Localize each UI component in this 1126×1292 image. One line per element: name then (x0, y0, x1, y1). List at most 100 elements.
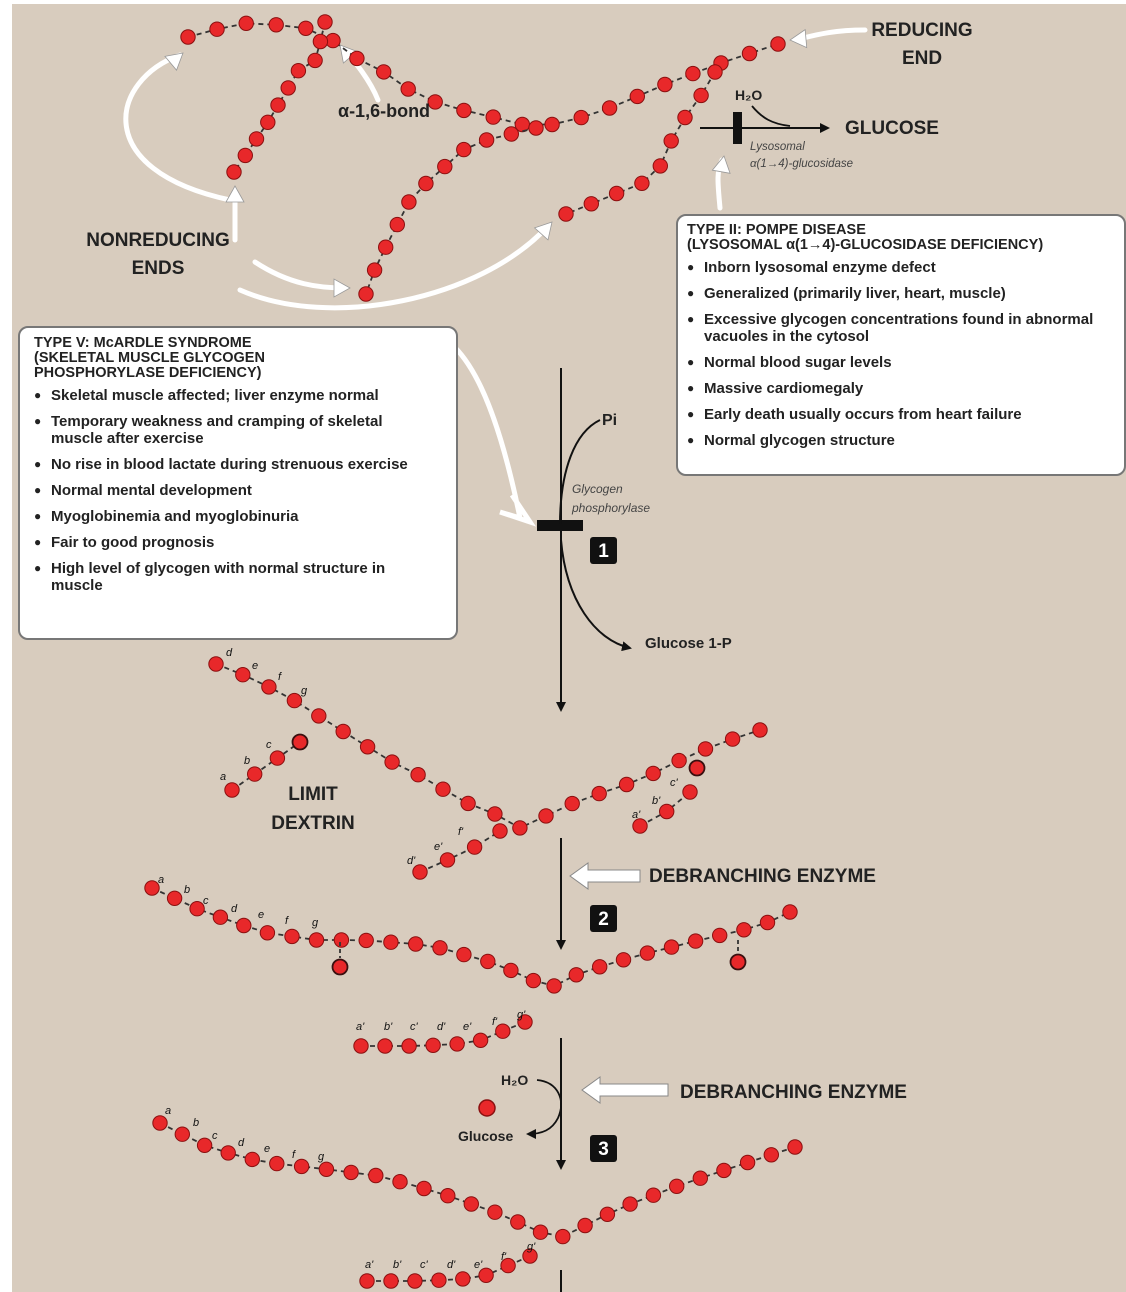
type-ii-list: Inborn lysosomal enzyme defect Generaliz… (687, 259, 1116, 449)
residue-letter: d' (447, 1259, 456, 1271)
nonreducing-arrow-left-head (164, 52, 184, 71)
residue-letter: g (318, 1151, 325, 1163)
glucose-residue (663, 133, 679, 149)
glucose-residue (599, 1206, 616, 1223)
residue-letter: a' (632, 809, 641, 821)
glycogen-phosphorylase-label-line1: Glycogen (572, 482, 623, 496)
type-v-list: Skeletal muscle affected; liver enzyme n… (34, 387, 434, 594)
type-ii-item: Normal glycogen structure (687, 432, 1116, 449)
residue-letter: b' (393, 1259, 402, 1271)
nonreducing-arrow-long (237, 223, 551, 311)
glucose-residue (657, 76, 673, 93)
glucose-residue (427, 94, 443, 110)
nonreducing-ends-label-line1: NONREDUCING (86, 230, 230, 251)
glucose-residue (677, 109, 693, 126)
glucose-residue (189, 901, 205, 917)
glucose-residue (456, 102, 472, 119)
glucose-residue (741, 45, 758, 62)
glycosidic-bond-line (419, 830, 501, 873)
residue-letter: d (226, 647, 233, 659)
glucose-residue (592, 959, 608, 975)
type-v-title-line1: TYPE V: McARDLE SYNDROME (34, 335, 252, 351)
limit-dextrin-main-chain (208, 656, 768, 836)
step2-transferred-chain (353, 1014, 533, 1054)
glucose-residue (244, 1151, 261, 1168)
h2o-top-label: H₂O (735, 87, 762, 103)
glucose-residue (478, 132, 495, 148)
h2o-top-curve (751, 105, 791, 127)
glucose-residue (412, 864, 428, 880)
step3-main-chain (152, 1115, 803, 1245)
lysosomal-block-bar (733, 112, 742, 144)
type-v-title-line2: (SKELETAL MUSCLE GLYCOGEN (34, 350, 265, 366)
glucose-residue (343, 1164, 359, 1181)
glucose-residue (525, 972, 542, 989)
glucose-residue (568, 967, 584, 983)
glucose-residue (410, 767, 426, 783)
glucose-residue (401, 194, 417, 210)
residue-letter: f (292, 1149, 296, 1161)
glucose-residue (629, 88, 645, 105)
glucose-residue (503, 126, 519, 142)
glucose-residue (435, 781, 451, 797)
residue-letter: f' (501, 1251, 507, 1263)
residue-letter: d' (437, 1021, 446, 1033)
residue-letter: e' (463, 1021, 472, 1033)
glucose-residue (503, 962, 519, 979)
glucose-residue (739, 1154, 756, 1171)
type-v-item: No rise in blood lactate during strenuou… (34, 456, 434, 473)
glucose-residue (659, 803, 675, 820)
nonreducing-arrow-right-head (333, 278, 351, 298)
pi-curve (559, 419, 601, 526)
glucose-residue (601, 100, 618, 116)
glucose-residue (236, 917, 252, 934)
glucose-residue (298, 20, 314, 36)
glucose-residue (312, 33, 329, 50)
h2o-glucose-curve (526, 1079, 562, 1139)
glucose-residue (260, 114, 276, 131)
glucose-1p-curve (560, 539, 632, 652)
glucose-residue (359, 1273, 375, 1289)
glucose-bottom-label: Glucose (458, 1128, 513, 1144)
glucose-residue (269, 750, 286, 766)
glucose-residue (280, 80, 296, 96)
glucose-residue (538, 808, 554, 824)
residue-letter: b (184, 884, 190, 896)
glucose-residue (663, 939, 680, 955)
glucose-residue (383, 934, 399, 950)
glucose-residue (724, 731, 741, 747)
glucose-residue (591, 785, 607, 802)
top-branch-center (358, 120, 544, 302)
glucose-residue (573, 109, 589, 126)
residue-letter: c' (420, 1259, 429, 1271)
residue-letter: a (220, 771, 226, 783)
type-v-item: High level of glycogen with normal struc… (34, 560, 434, 594)
glucose-residue (736, 922, 752, 938)
residue-letter: f' (458, 826, 464, 838)
glucose-residue (269, 1155, 285, 1172)
glucose-residue (432, 940, 448, 956)
branch-point-residue (688, 759, 706, 777)
glucose-residue (770, 36, 786, 52)
type-ii-pompe-box: TYPE II: POMPE DISEASE (LYSOSOMAL α(1→4)… (676, 214, 1126, 476)
glucose-residue (645, 1187, 662, 1203)
glucose-residue (383, 1273, 399, 1289)
glucose-residue (378, 239, 394, 255)
step-2-badge (590, 905, 617, 932)
glucose-residue (392, 1174, 408, 1190)
glucose-residue (583, 196, 599, 212)
step2-prime-letters: a'b'c'd'e'f'g' (356, 1009, 526, 1033)
nonreducing-ends-label-line2: ENDS (132, 258, 185, 279)
glucose-residue (618, 776, 635, 793)
type-ii-item: Normal blood sugar levels (687, 354, 1116, 371)
glucose-residue (485, 109, 501, 125)
glucose-residue (144, 880, 160, 896)
top-branch-right (558, 64, 723, 222)
residue-letter: e (252, 660, 258, 672)
glucose-residue (782, 904, 798, 920)
residue-letter: d' (407, 855, 416, 867)
residue-letter: f (278, 671, 282, 683)
glucose-residue (763, 1147, 779, 1163)
